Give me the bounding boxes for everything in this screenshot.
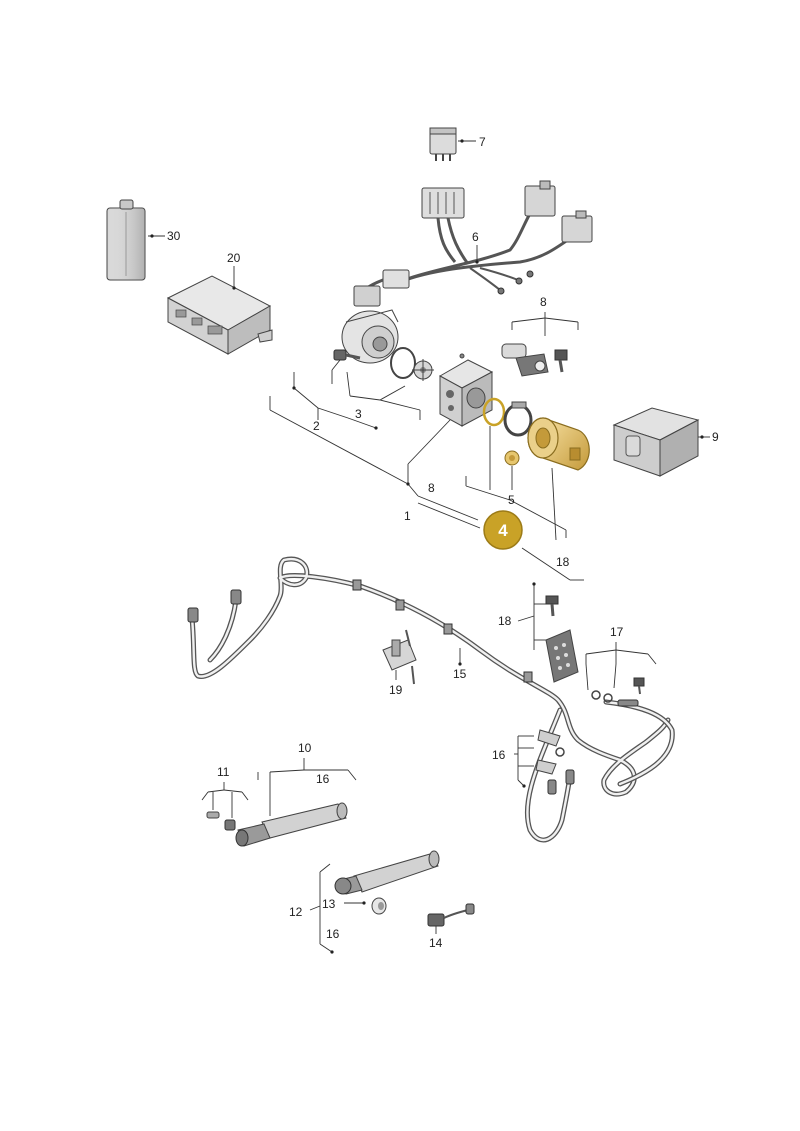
- reservoir-part-4[interactable]: [527, 417, 590, 471]
- control-unit-part-20[interactable]: [166, 275, 273, 355]
- seal-ring-part-3[interactable]: [390, 347, 416, 379]
- label-1: 1: [404, 509, 411, 523]
- relay-part-7[interactable]: [429, 127, 457, 161]
- label-12: 12: [289, 905, 303, 919]
- label-8-top: 8: [540, 295, 547, 309]
- bolt-part-18[interactable]: [545, 595, 559, 617]
- gas-strut-part-10[interactable]: [235, 802, 348, 847]
- wiring-harness-part-6[interactable]: [353, 180, 593, 307]
- clamp-part-5[interactable]: [503, 401, 533, 437]
- hydraulic-line-part-15[interactable]: [187, 556, 675, 843]
- highlight-number: 4: [498, 521, 508, 540]
- bracket-11: [201, 782, 249, 818]
- pins-part-11[interactable]: [206, 811, 236, 831]
- label-14: 14: [429, 936, 443, 950]
- label-17: 17: [610, 625, 624, 639]
- highlight-badge-4[interactable]: 4: [483, 510, 523, 550]
- bushing-part-13[interactable]: [371, 897, 387, 915]
- bracket-2: [292, 359, 378, 430]
- bracket-3: [346, 371, 421, 420]
- label-5: 5: [508, 493, 515, 507]
- label-18-right: 18: [498, 614, 512, 628]
- label-20: 20: [227, 251, 241, 265]
- bracket-17: [585, 642, 657, 691]
- label-9: 9: [712, 430, 719, 444]
- plate-part-18[interactable]: [545, 629, 579, 683]
- cover-part-9[interactable]: [612, 407, 700, 477]
- label-16-mid: 16: [492, 748, 506, 762]
- bracket-8-top: [511, 312, 579, 336]
- label-3: 3: [355, 407, 362, 421]
- fluid-canister-part-30[interactable]: [106, 199, 146, 281]
- label-16-bottom: 16: [326, 927, 340, 941]
- bracket-18-right: [517, 582, 548, 650]
- label-13: 13: [322, 897, 336, 911]
- bracket-5: [465, 426, 567, 538]
- bolt-part-8[interactable]: [554, 349, 568, 373]
- gas-strut-part-12[interactable]: [334, 850, 440, 895]
- label-8-mid: 8: [428, 481, 435, 495]
- clips-part-16[interactable]: [535, 729, 565, 775]
- coupling-part-3[interactable]: [412, 359, 434, 381]
- bracket-12: [309, 863, 334, 954]
- label-30: 30: [167, 229, 181, 243]
- sensor-plug-part-14[interactable]: [427, 903, 475, 927]
- label-6: 6: [472, 230, 479, 244]
- seal-ring-part-5[interactable]: [482, 397, 506, 427]
- bracket-part-19[interactable]: [382, 629, 417, 685]
- label-2: 2: [313, 419, 320, 433]
- label-16-left: 16: [316, 772, 330, 786]
- label-11: 11: [217, 765, 230, 779]
- label-15: 15: [453, 667, 467, 681]
- fittings-part-17[interactable]: [591, 677, 645, 707]
- label-7: 7: [479, 135, 486, 149]
- bracket-10-16: [257, 758, 357, 816]
- label-18-mid: 18: [556, 555, 570, 569]
- sensor-part-8[interactable]: [501, 343, 549, 377]
- bracket-16-mid: [514, 735, 534, 788]
- bracket-1-8-18: [269, 396, 584, 581]
- pump-motor-part-2[interactable]: [341, 309, 399, 364]
- label-10: 10: [298, 741, 312, 755]
- label-19: 19: [389, 683, 403, 697]
- fitting-part-5[interactable]: [504, 450, 520, 466]
